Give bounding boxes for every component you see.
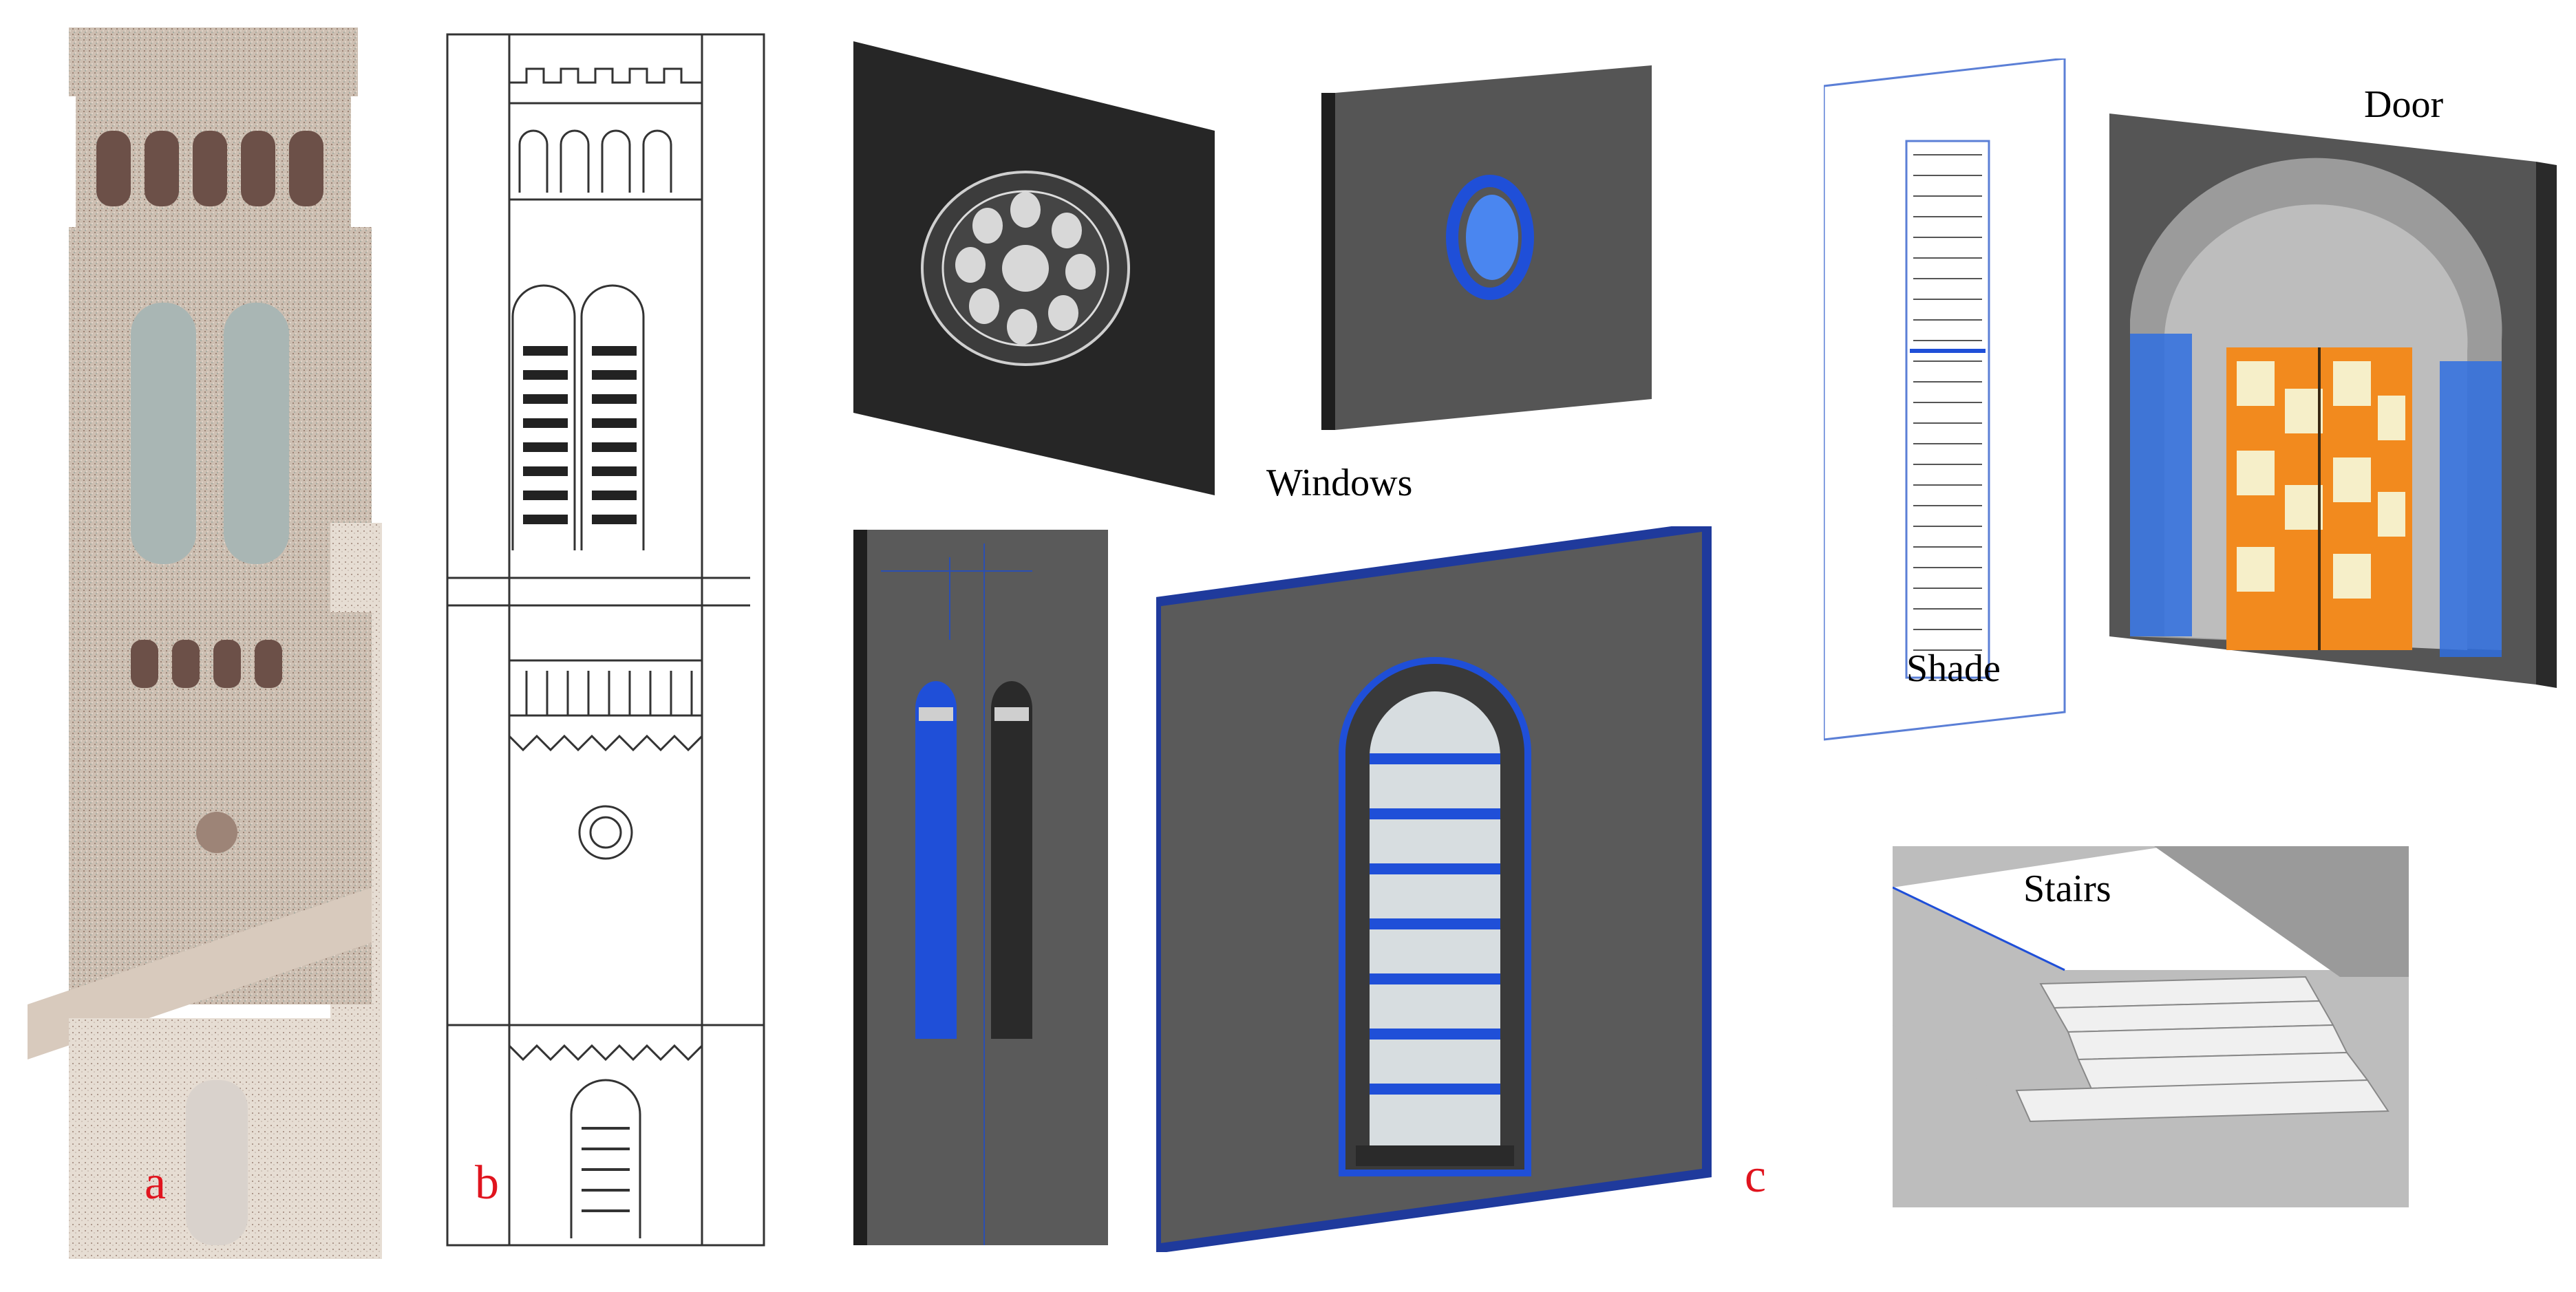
twin-slit-windows-model (853, 530, 1108, 1245)
shade-model (1824, 58, 2072, 746)
stairs-model (1893, 846, 2409, 1207)
panel-label-c: c (1745, 1150, 1767, 1203)
panel-label-a: a (145, 1156, 167, 1209)
panel-a-point-cloud: a (28, 28, 382, 1259)
label-stairs: Stairs (2023, 868, 2111, 910)
panel-label-b: b (475, 1156, 499, 1209)
label-windows: Windows (1266, 462, 1413, 504)
elevation-line-drawing (446, 33, 765, 1247)
oculus-window-model (1321, 65, 1659, 430)
panel-b-elevation-drawing: b (406, 28, 791, 1259)
point-cloud-tower-image (28, 28, 382, 1259)
label-door: Door (2364, 83, 2444, 126)
label-shade: Shade (1906, 647, 2001, 690)
arched-window-model (1156, 526, 1714, 1252)
door-model (2109, 114, 2557, 691)
rose-window-model (853, 41, 1218, 495)
